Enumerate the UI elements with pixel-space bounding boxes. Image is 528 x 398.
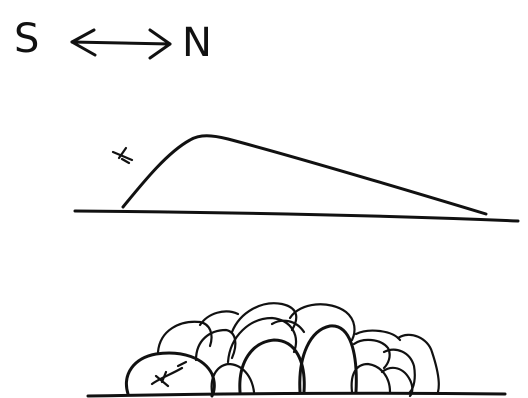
hill-ground-line [73,209,520,223]
double-headed-arrow-icon [70,28,172,60]
bird-icon [111,146,134,165]
boulder [354,329,402,342]
boulder [194,328,237,362]
boulder [352,338,391,370]
hill-outline [121,134,488,216]
boulder [238,338,306,394]
boulder [380,366,414,398]
hill-profile [73,134,520,223]
boulder [226,316,298,364]
boulder [230,302,298,334]
boulder [125,351,216,398]
fish-icon [150,360,188,388]
boulder-ground-line [86,391,507,398]
boulder [288,303,356,342]
south-label: S [14,16,39,62]
north-label: N [182,20,212,66]
boulder [350,362,392,394]
boulder [270,319,306,334]
boulder [396,333,440,394]
compass: S N [14,16,212,66]
boulder [156,320,213,354]
boulder [298,324,358,394]
boulder [210,362,256,394]
boulder [198,310,240,327]
boulder-heap [86,302,507,398]
